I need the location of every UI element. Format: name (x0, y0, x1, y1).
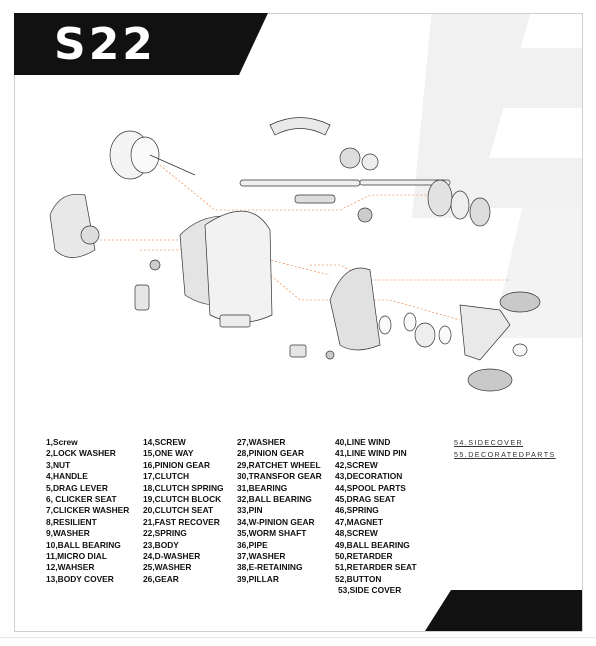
part-item: 45,DRAG SEAT (335, 493, 396, 504)
part-item: 13,BODY COVER (46, 573, 114, 584)
part-item: 47,MAGNET (335, 516, 383, 527)
parts-column-4: 40,LINE WIND 41,LINE WIND PIN 42,SCREW 4… (335, 437, 417, 596)
parts-column-5: 54.SIDECOVER 55.DECORATEDPARTS (454, 437, 556, 461)
part-item: 34,W-PINION GEAR (237, 516, 315, 527)
part-item: 31,BEARING (237, 482, 288, 493)
part-item: 24,D-WASHER (143, 550, 201, 561)
part-item: 51,RETARDER SEAT (335, 562, 417, 573)
part-item: 54.SIDECOVER (454, 438, 524, 447)
part-item: 23,BODY (143, 539, 179, 550)
page-title: S22 (54, 19, 156, 70)
part-item: 18,CLUTCH SPRING (143, 482, 224, 493)
reel-parts (49, 117, 541, 392)
part-item: 28,PINION GEAR (237, 448, 305, 459)
parts-column-2: 14,SCREW 15,ONE WAY 16,PINION GEAR 17,CL… (143, 437, 224, 585)
part-item: 3,NUT (46, 459, 71, 470)
part-item: 8,RESILIENT (46, 516, 97, 527)
part-item: 38,E-RETAINING (237, 562, 303, 573)
title-banner: S22 (14, 13, 268, 75)
part-item: 46,SPRING (335, 505, 379, 516)
part-item: 2,LOCK WASHER (46, 448, 116, 459)
part-item: 20,CLUTCH SEAT (143, 505, 214, 516)
part-item: 30,TRANSFOR GEAR (237, 471, 322, 482)
part-item: 27,WASHER (237, 437, 286, 447)
part-item: 7,CLICKER WASHER (46, 505, 130, 516)
part-item: 12,WAHSER (46, 562, 95, 573)
part-item: 55.DECORATEDPARTS (454, 450, 556, 459)
parts-column-1: 1,Screw 2,LOCK WASHER 3,NUT 4,HANDLE 5,D… (46, 437, 129, 585)
part-item: 9,WASHER (46, 528, 90, 539)
part-item: 5,DRAG LEVER (46, 482, 108, 493)
parts-column-3: 27,WASHER 28,PINION GEAR 29,RATCHET WHEE… (237, 437, 322, 585)
part-item: 16,PINION GEAR (143, 459, 211, 470)
part-item: 48,SCREW (335, 528, 378, 539)
part-item: 42,SCREW (335, 459, 378, 470)
part-item: 6, CLICKER SEAT (46, 493, 117, 504)
part-item: 22,SPRING (143, 528, 187, 539)
part-item: 49,BALL BEARING (335, 539, 410, 550)
part-item: 39,PILLAR (237, 573, 279, 584)
part-item: 41,LINE WIND PIN (335, 448, 407, 459)
part-item: 50,RETARDER (335, 550, 393, 561)
part-item: 44,SPOOL PARTS (335, 482, 406, 493)
part-item: 33,PIN (237, 505, 263, 516)
part-item: 43,DECORATION (335, 471, 403, 482)
part-item: 37,WASHER (237, 550, 286, 561)
part-item: 35,WORM SHAFT (237, 528, 307, 539)
footer-banner (425, 590, 582, 631)
part-item: 32,BALL BEARING (237, 493, 312, 504)
part-item: 4,HANDLE (46, 471, 88, 482)
part-item: 52,BUTTON (335, 573, 382, 584)
part-item: 11,MICRO DIAL (46, 550, 107, 561)
part-item: 15,ONE WAY (143, 448, 194, 459)
assembly-guide-lines (100, 144, 510, 321)
part-item: 19,CLUTCH BLOCK (143, 493, 222, 504)
part-item: 14,SCREW (143, 437, 186, 447)
exploded-reel-diagram (49, 117, 541, 392)
part-item: 25,WASHER (143, 562, 192, 573)
part-item: 53,SIDE COVER (338, 585, 402, 596)
part-item: 36,PIPE (237, 539, 268, 550)
page-divider (0, 637, 596, 638)
part-item: 1,Screw (46, 437, 78, 447)
part-item: 10,BALL BEARING (46, 539, 121, 550)
part-item: 17,CLUTCH (143, 471, 190, 482)
part-item: 26,GEAR (143, 573, 179, 584)
part-item: 40,LINE WIND (335, 437, 391, 447)
part-item: 29,RATCHET WHEEL (237, 459, 321, 470)
part-item: 21,FAST RECOVER (143, 516, 220, 527)
